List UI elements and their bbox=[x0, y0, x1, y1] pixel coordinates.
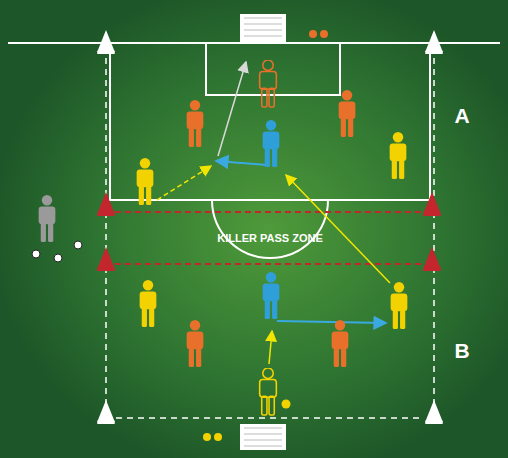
area-letter: A bbox=[454, 104, 469, 128]
area-letter: B bbox=[454, 339, 469, 363]
zone-label: KILLER PASS ZONE bbox=[217, 232, 323, 244]
